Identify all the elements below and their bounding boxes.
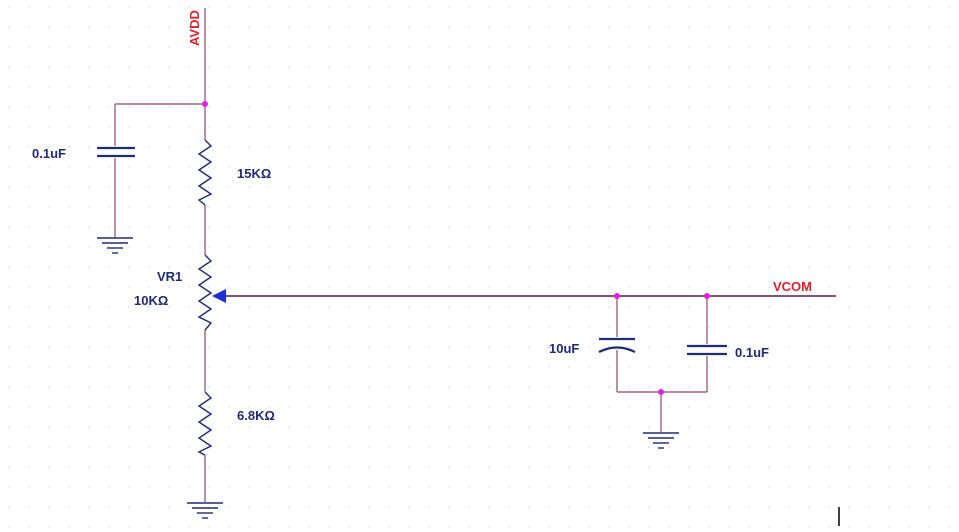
net-label-avdd: AVDD — [187, 10, 202, 46]
junction-avdd — [202, 101, 208, 107]
cap-10uf-plate-curved — [598, 346, 636, 353]
wiper-arrow-icon — [212, 289, 226, 303]
ground-icon-bottom — [187, 502, 223, 519]
resistor-15k — [197, 139, 213, 206]
ground-icon-left — [97, 237, 133, 254]
junction-vcom-right — [704, 293, 710, 299]
resistor-6-8k — [197, 391, 213, 456]
net-label-vcom: VCOM — [773, 279, 812, 294]
label-decouple-cap: 0.1uF — [32, 146, 66, 161]
label-vr1-ref: VR1 — [157, 269, 182, 284]
label-resistor-6-8k: 6.8KΩ — [237, 408, 275, 423]
label-cap-10uf: 10uF — [549, 341, 579, 356]
vcom-cap-network — [598, 296, 727, 432]
label-vr1-value: 10KΩ — [134, 293, 168, 308]
ground-icon-right — [643, 432, 679, 449]
decouple-cap-branch — [97, 103, 205, 237]
junction-vcom-left — [614, 293, 620, 299]
junction-gnd-right — [658, 389, 664, 395]
vcom-net-wire — [212, 289, 836, 303]
potentiometer-vr1 — [197, 254, 213, 331]
label-resistor-15k: 15KΩ — [237, 166, 271, 181]
label-cap-0-1uf-vcom: 0.1uF — [735, 345, 769, 360]
